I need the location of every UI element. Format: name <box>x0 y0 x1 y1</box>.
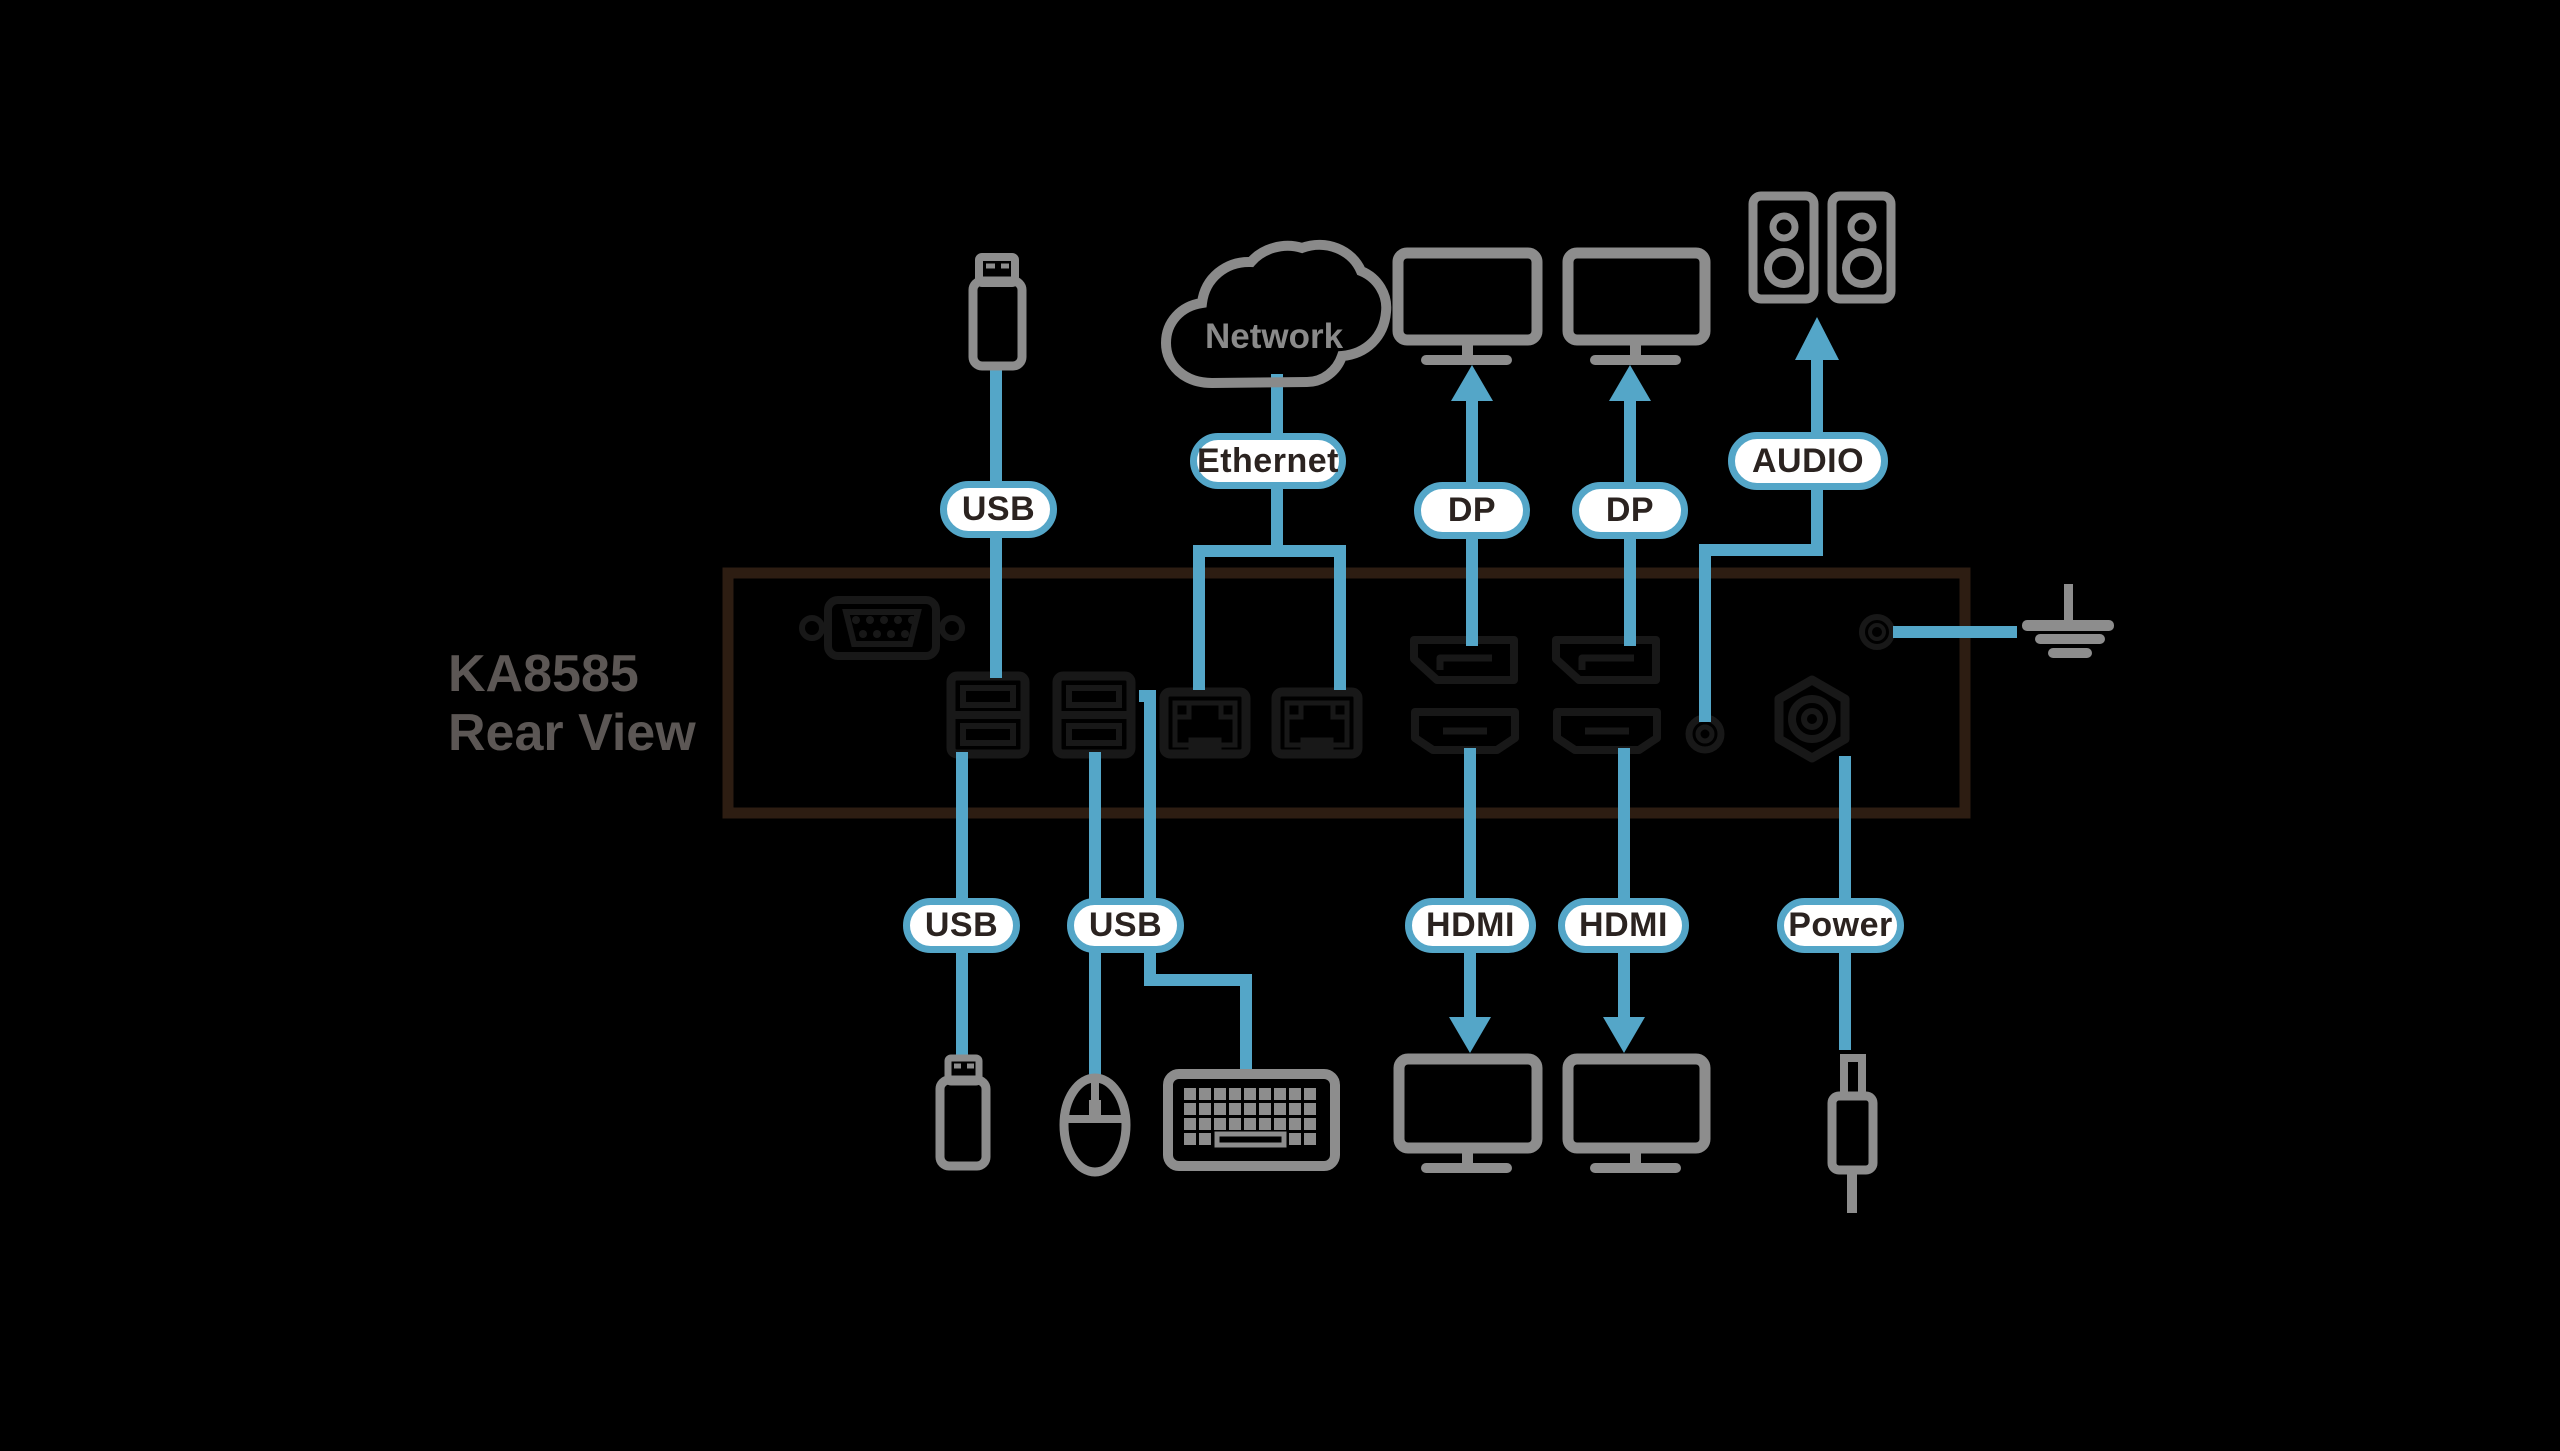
monitor-1-icon <box>1392 247 1543 365</box>
label-hdmi-right: HDMI <box>1558 898 1689 953</box>
dp-port-2-icon <box>1552 636 1660 684</box>
keyboard-keys-row-4 <box>1184 1133 1316 1145</box>
cable-audio <box>1699 352 1823 722</box>
hdmi-port-1-icon <box>1411 708 1519 754</box>
ethernet-port-1-icon <box>1159 687 1251 759</box>
label-usb-bottom-left: USB <box>903 898 1020 953</box>
label-usb-top: USB <box>940 481 1057 538</box>
arrow-up-speakers <box>1795 317 1839 360</box>
ground-symbol-icon <box>2022 584 2114 658</box>
cable-keyboard <box>1139 690 1252 1078</box>
arrow-up-monitor-2 <box>1609 365 1651 401</box>
power-plug-icon <box>1827 1054 1878 1213</box>
arrow-up-monitor-1 <box>1451 365 1493 401</box>
keyboard-keys-row-2 <box>1184 1103 1316 1115</box>
keyboard-keys-row-3 <box>1184 1118 1316 1130</box>
device-model: KA8585 <box>448 645 639 703</box>
usb-port-stack-1-icon <box>946 671 1030 759</box>
keyboard-keys-row-1 <box>1184 1088 1316 1100</box>
label-usb-bottom-right: USB <box>1067 898 1184 953</box>
label-ethernet: Ethernet <box>1190 433 1346 489</box>
mouse-icon <box>1059 1073 1131 1177</box>
ground-screw-icon <box>1859 614 1895 650</box>
usb-flash-drive-bottom-icon <box>935 1054 991 1171</box>
dc-power-jack-icon <box>1774 675 1850 763</box>
label-dp-right: DP <box>1572 482 1688 539</box>
cable-ethernet-split <box>1193 545 1346 690</box>
audio-jack-icon <box>1685 714 1725 754</box>
arrow-down-monitor-4 <box>1603 1017 1645 1053</box>
network-cloud-icon <box>1160 239 1392 389</box>
ethernet-port-2-icon <box>1271 687 1363 759</box>
keyboard-icon <box>1163 1069 1340 1171</box>
monitor-4-icon <box>1562 1053 1711 1173</box>
cable-arrowheads <box>1449 317 1839 1053</box>
monitor-2-icon <box>1562 247 1711 365</box>
keyboard-spacebar <box>1214 1131 1287 1148</box>
device-title: KA8585 Rear View <box>448 645 696 763</box>
usb-port-stack-2-icon <box>1052 671 1136 759</box>
dp-port-1-icon <box>1410 636 1518 684</box>
monitor-3-icon <box>1393 1053 1543 1173</box>
network-cloud-label: Network <box>1204 317 1344 356</box>
arrow-down-monitor-3 <box>1449 1017 1491 1053</box>
usb-flash-drive-top-icon <box>968 253 1027 371</box>
label-dp-left: DP <box>1414 482 1530 539</box>
label-hdmi-left: HDMI <box>1405 898 1536 953</box>
device-view-label: Rear View <box>448 704 696 762</box>
hdmi-port-2-icon <box>1553 708 1661 754</box>
speakers-icon <box>1748 191 1896 304</box>
label-power: Power <box>1777 898 1904 953</box>
serial-db9-port-icon <box>799 596 965 660</box>
device-panel <box>722 567 1971 819</box>
label-audio: AUDIO <box>1728 432 1888 490</box>
